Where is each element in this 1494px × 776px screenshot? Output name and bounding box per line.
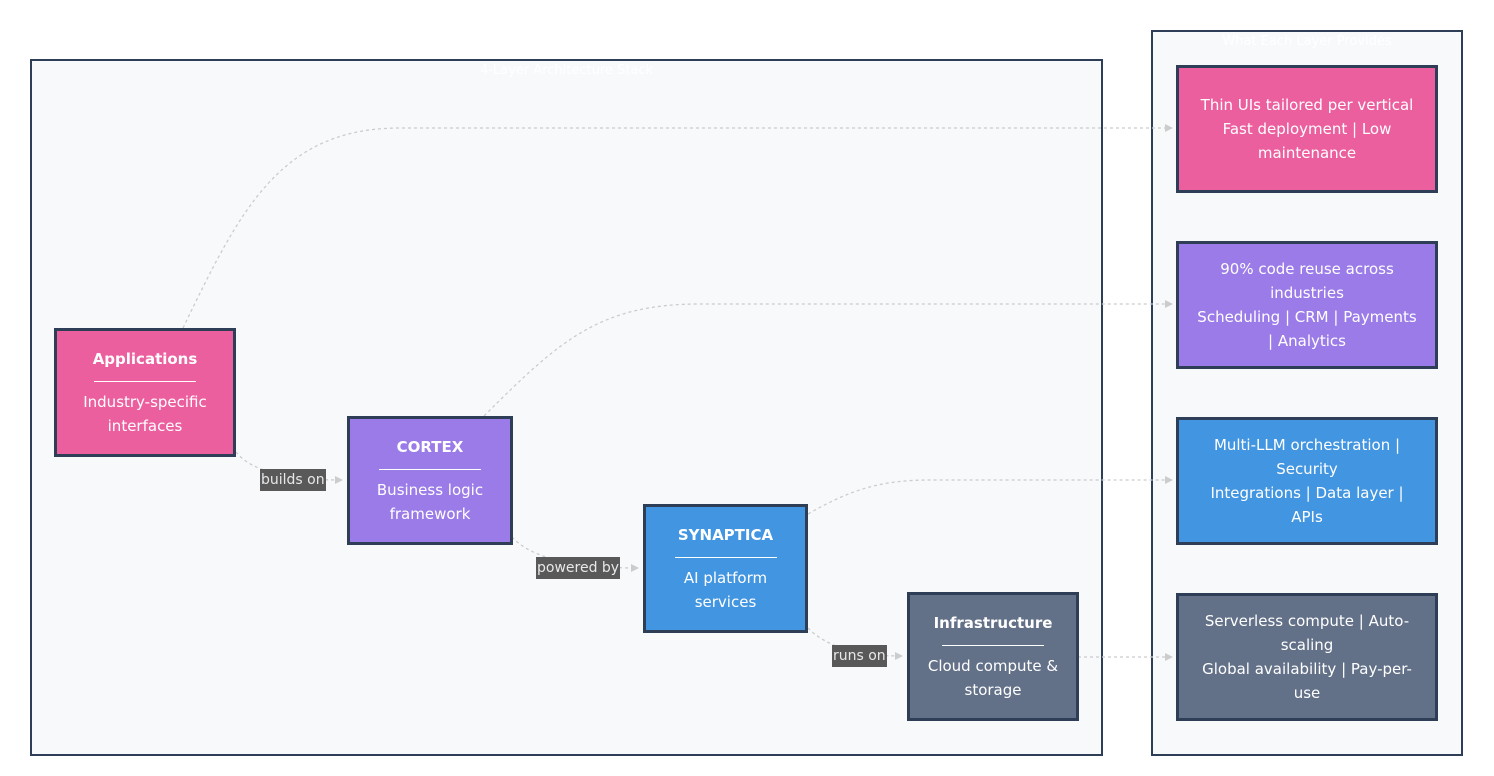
edge-label-powered-by: powered by xyxy=(536,557,621,579)
info-line-1: Multi-LLM orchestration | Security xyxy=(1213,436,1401,478)
info-line-2: Scheduling | CRM | Payments | Analytics xyxy=(1197,308,1417,350)
info-applications: Thin UIs tailored per vertical Fast depl… xyxy=(1176,65,1438,193)
node-applications: Applications Industry-specific interface… xyxy=(54,328,236,457)
info-synaptica: Multi-LLM orchestration | Security Integ… xyxy=(1176,417,1438,545)
node-divider xyxy=(942,644,1044,647)
node-title: Infrastructure xyxy=(933,613,1053,632)
edge-cortex-info xyxy=(483,300,1173,417)
node-description: Cloud compute & storage xyxy=(927,657,1059,700)
layer-provides-title: What Each Layer Provides xyxy=(1222,34,1392,49)
architecture-stack-title: 4-Layer Architecture Stack xyxy=(479,63,654,78)
info-line-1: 90% code reuse across industries xyxy=(1220,260,1394,302)
node-cortex: CORTEX Business logic framework xyxy=(347,416,513,545)
node-title: Applications xyxy=(92,349,198,368)
node-synaptica: SYNAPTICA AI platform services xyxy=(643,504,808,633)
node-description: AI platform services xyxy=(683,569,768,612)
info-cortex: 90% code reuse across industries Schedul… xyxy=(1176,241,1438,369)
info-line-1: Thin UIs tailored per vertical xyxy=(1200,96,1414,114)
edge-label-builds-on: builds on xyxy=(260,469,326,491)
edge-label-runs-on: runs on xyxy=(832,645,887,667)
info-infrastructure: Serverless compute | Auto-scaling Global… xyxy=(1176,593,1438,721)
node-infrastructure: Infrastructure Cloud compute & storage xyxy=(907,592,1079,721)
node-divider xyxy=(379,468,481,471)
edge-synaptica-info xyxy=(807,476,1173,515)
node-divider xyxy=(674,556,777,559)
node-title: SYNAPTICA xyxy=(677,525,774,544)
info-line-2: Integrations | Data layer | APIs xyxy=(1210,484,1404,526)
info-line-2: Fast deployment | Low maintenance xyxy=(1222,120,1392,162)
node-divider xyxy=(94,380,196,383)
node-description: Industry-specific interfaces xyxy=(83,393,207,436)
info-line-1: Serverless compute | Auto-scaling xyxy=(1204,612,1410,654)
info-line-2: Global availability | Pay-per-use xyxy=(1202,660,1412,702)
edge-applications-info xyxy=(182,124,1173,329)
node-description: Business logic framework xyxy=(376,481,484,524)
node-title: CORTEX xyxy=(396,437,464,456)
